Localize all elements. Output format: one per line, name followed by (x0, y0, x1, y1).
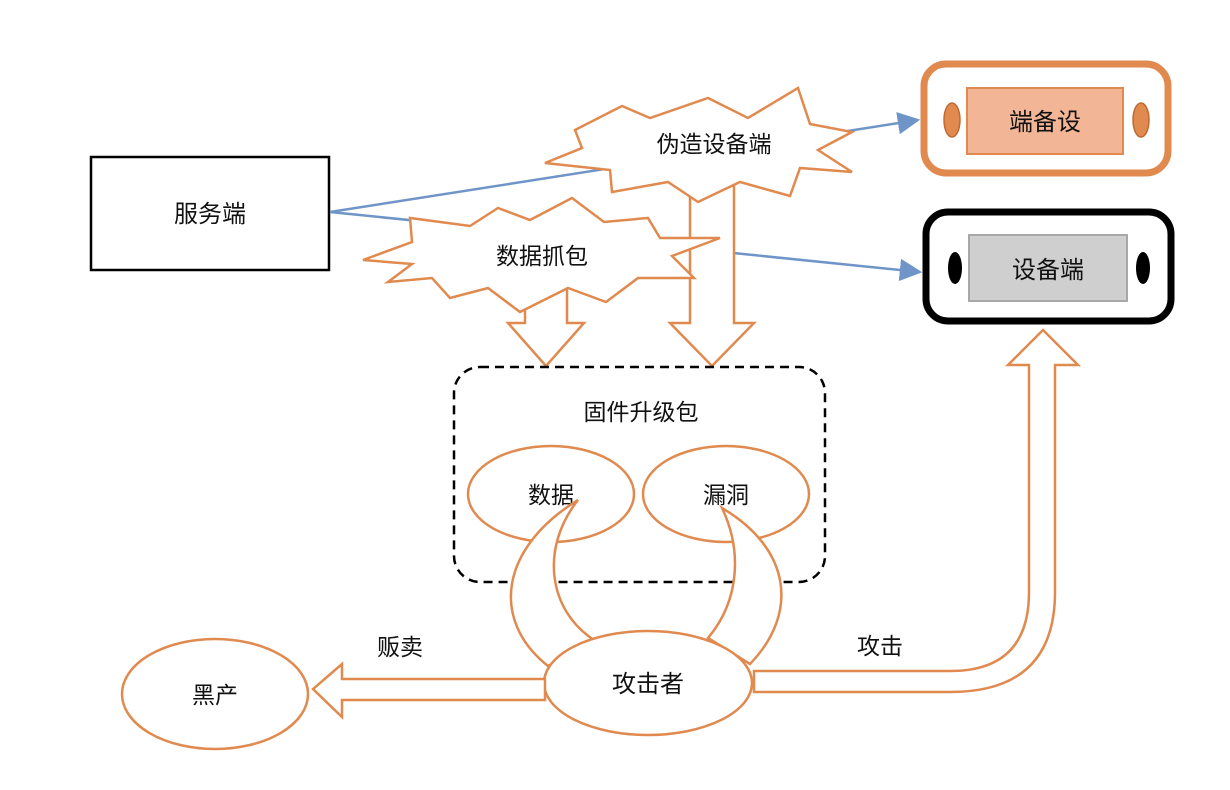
attack-arrow (752, 328, 1082, 694)
packet-capture-burst-label: 数据抓包 (496, 244, 588, 270)
device-left-knob (948, 252, 962, 284)
server-box (89, 155, 331, 272)
sell-arrow (311, 661, 547, 720)
fake-device-right-knob (1132, 102, 1150, 138)
attacker-label: 攻击者 (612, 670, 684, 698)
vulnerability-ellipse (641, 444, 811, 544)
packet-capture-burst (362, 196, 721, 314)
device-right-knob (1136, 252, 1150, 284)
firmware-package-label: 固件升级包 (584, 400, 699, 426)
vulnerability-label: 漏洞 (703, 483, 749, 509)
fake-device-box-label: 端备设 (1009, 108, 1081, 136)
device-box-label: 设备端 (1012, 256, 1084, 284)
black-market-label: 黑产 (192, 683, 238, 709)
attacker-to-data-curve (509, 498, 597, 668)
attacker-to-vulnerability-curve (706, 504, 783, 666)
fake-device-burst-label: 伪造设备端 (657, 132, 772, 158)
fake-device-burst (544, 86, 856, 204)
fake-device-to-firmware-arrow (667, 158, 757, 368)
device-inner-screen (968, 234, 1128, 302)
black-market-ellipse (120, 637, 310, 751)
fake-device-left-knob (943, 102, 961, 138)
sell-label: 贩卖 (377, 635, 423, 661)
data-label: 数据 (528, 483, 574, 509)
server-label: 服务端 (174, 200, 246, 228)
attack-label: 攻击 (857, 634, 903, 660)
fake-device-inner-screen (966, 87, 1124, 155)
